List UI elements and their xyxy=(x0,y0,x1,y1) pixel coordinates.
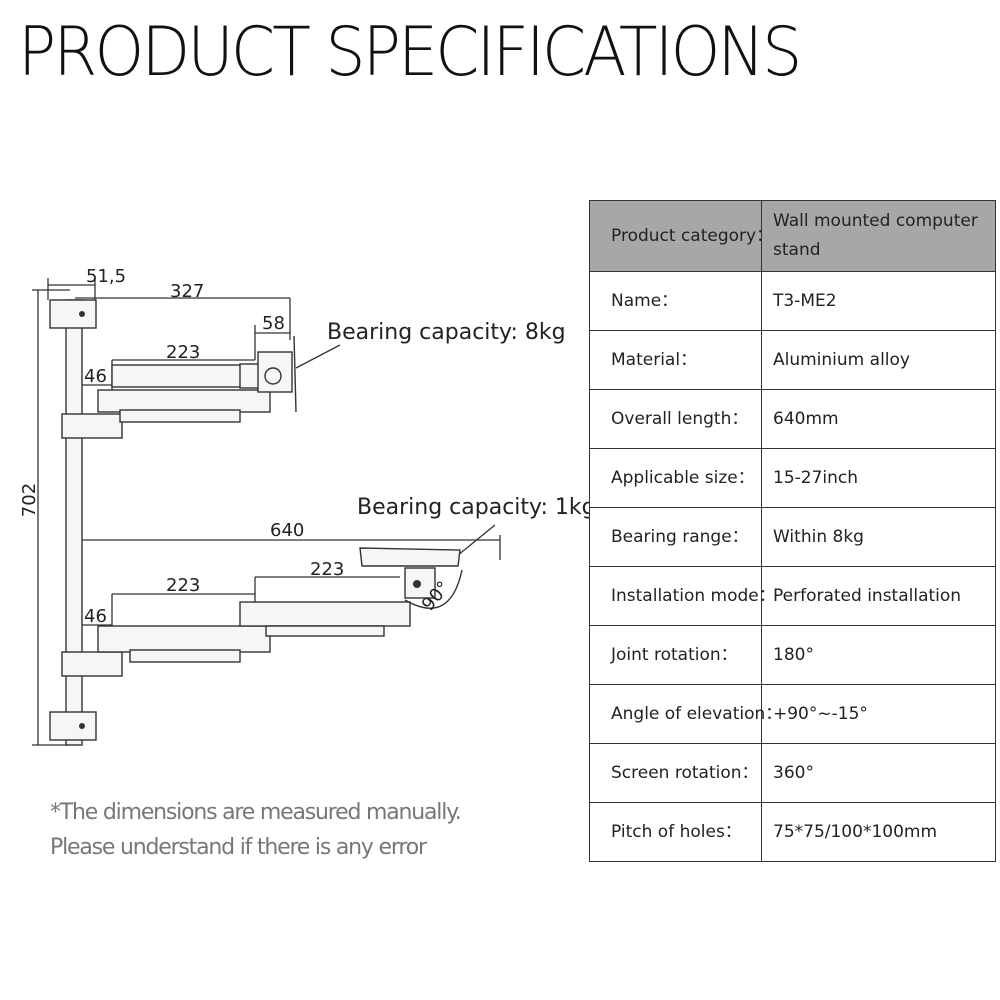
spec-label: Angle of elevation： xyxy=(589,684,782,744)
spec-value: 640mm xyxy=(761,389,996,449)
spec-label: Overall length： xyxy=(589,389,762,449)
spec-row: Joint rotation： 180° xyxy=(589,625,996,685)
dim-640: 640 xyxy=(270,520,304,541)
spec-label: Installation mode： xyxy=(589,566,776,626)
spec-label: Bearing range： xyxy=(589,507,762,567)
note-line-1: *The dimensions are measured manually. xyxy=(50,800,462,825)
product-dimension-diagram: 51,5 327 58 223 46 702 640 223 223 46 90… xyxy=(19,266,590,746)
dim-58: 58 xyxy=(262,313,285,334)
spec-label: Joint rotation： xyxy=(589,625,762,685)
spec-value: 180° xyxy=(761,625,996,685)
dim-327: 327 xyxy=(170,281,204,302)
spec-row: Screen rotation： 360° xyxy=(589,743,996,803)
spec-label: Name： xyxy=(589,271,762,331)
spec-label: Screen rotation： xyxy=(589,743,762,803)
spec-row: Name： T3-ME2 xyxy=(589,271,996,331)
spec-value: 75*75/100*100mm xyxy=(761,802,996,862)
spec-header-label: Product category： xyxy=(589,200,773,272)
page-title: PRODUCT SPECIFICATIONS xyxy=(18,13,802,92)
dim-702: 702 xyxy=(19,483,40,517)
spec-row: Bearing range： Within 8kg xyxy=(589,507,996,567)
note-line-2: Please understand if there is any error xyxy=(50,835,427,860)
spec-header-value: Wall mounted computer stand xyxy=(761,200,996,272)
measurement-note: *The dimensions are measured manually. P… xyxy=(50,795,462,865)
spec-value: 360° xyxy=(761,743,996,803)
spec-value: +90°~-15° xyxy=(761,684,996,744)
capacity-top: Bearing capacity: 8kg xyxy=(327,320,566,345)
dim-223-top: 223 xyxy=(166,342,200,363)
spec-value: Perforated installation xyxy=(761,566,996,626)
spec-header-row: Product category： Wall mounted computer … xyxy=(589,200,996,272)
dim-223-mid: 223 xyxy=(310,559,344,580)
spec-label: Pitch of holes： xyxy=(589,802,762,862)
dim-223-low: 223 xyxy=(166,575,200,596)
dim-51-5: 51,5 xyxy=(86,266,126,287)
spec-row: Overall length： 640mm xyxy=(589,389,996,449)
spec-row: Pitch of holes： 75*75/100*100mm xyxy=(589,802,996,862)
spec-row: Applicable size： 15-27inch xyxy=(589,448,996,508)
spec-row: Angle of elevation： +90°~-15° xyxy=(589,684,996,744)
spec-table: Product category： Wall mounted computer … xyxy=(589,200,996,862)
spec-row: Installation mode： Perforated installati… xyxy=(589,566,996,626)
dim-46-low: 46 xyxy=(84,606,107,627)
spec-value: T3-ME2 xyxy=(761,271,996,331)
spec-row: Material： Aluminium alloy xyxy=(589,330,996,390)
dim-46-top: 46 xyxy=(84,366,107,387)
spec-label: Material： xyxy=(589,330,762,390)
spec-value: 15-27inch xyxy=(761,448,996,508)
spec-value: Within 8kg xyxy=(761,507,996,567)
spec-value: Aluminium alloy xyxy=(761,330,996,390)
capacity-bottom: Bearing capacity: 1kg xyxy=(357,495,590,520)
spec-label: Applicable size： xyxy=(589,448,762,508)
